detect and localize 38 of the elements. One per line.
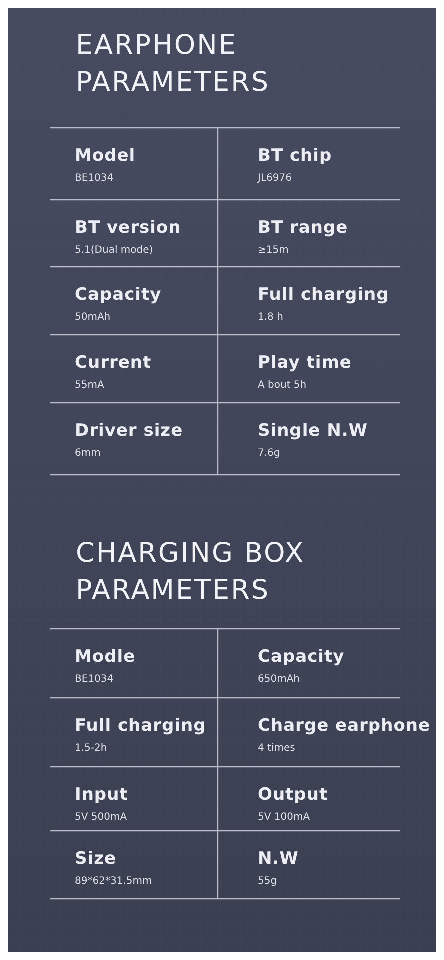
parameter-value: JL6976 <box>258 173 292 184</box>
section-heading: EARPHONE PARAMETERS <box>76 29 271 100</box>
parameter-name: Modle <box>75 647 136 667</box>
parameter-name: Size <box>75 849 116 869</box>
parameter-name: N.W <box>258 849 299 869</box>
parameter-value: 1.8 h <box>258 312 284 323</box>
parameter-value: 89*62*31.5mm <box>75 876 152 887</box>
parameter-name: Capacity <box>75 285 162 305</box>
parameter-value: 55g <box>258 876 278 887</box>
parameter-name: Model <box>75 146 136 166</box>
parameter-name: Current <box>75 353 152 373</box>
parameter-value: BE1034 <box>75 674 114 685</box>
parameter-value: 5.1(Dual mode) <box>75 245 154 256</box>
parameter-value: 55mA <box>75 380 104 391</box>
parameter-name: Single N.W <box>258 421 368 441</box>
parameter-value: 1.5-2h <box>75 743 108 754</box>
parameter-name: Driver size <box>75 421 184 441</box>
parameter-name: Output <box>258 785 328 805</box>
parameter-name: Charge earphone <box>258 716 431 736</box>
parameter-value: 4 times <box>258 743 296 754</box>
parameter-name: Play time <box>258 353 352 373</box>
parameter-value: 6mm <box>75 448 101 459</box>
parameter-name: BT range <box>258 218 348 238</box>
parameter-value: 5V 500mA <box>75 812 128 823</box>
parameter-value: 50mAh <box>75 312 111 323</box>
parameter-value: 7.6g <box>258 448 280 459</box>
parameter-value: BE1034 <box>75 173 114 184</box>
parameter-name: Capacity <box>258 647 345 667</box>
section-heading: CHARGING BOX PARAMETERS <box>76 537 306 608</box>
parameter-name: BT chip <box>258 146 332 166</box>
parameter-name: Full charging <box>75 716 206 736</box>
parameter-name: Input <box>75 785 128 805</box>
parameter-value: ≥15m <box>258 245 289 256</box>
parameter-value: 650mAh <box>258 674 300 685</box>
parameter-value: 5V 100mA <box>258 812 310 823</box>
parameter-name: Full charging <box>258 285 390 305</box>
parameter-value: A bout 5h <box>258 380 307 391</box>
parameter-name: BT version <box>75 218 182 238</box>
